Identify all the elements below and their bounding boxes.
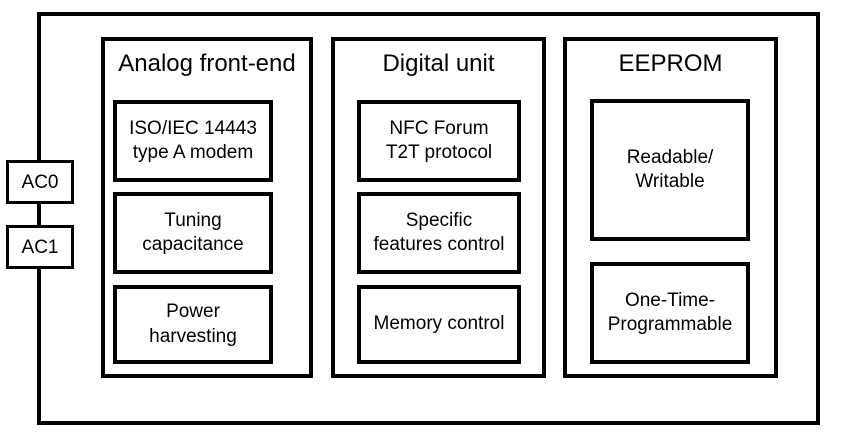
- block-label: ISO/IEC 14443 type A modem: [129, 117, 257, 163]
- pad-ac0-label: AC0: [21, 171, 59, 193]
- block-readable-writable[interactable]: Readable/ Writable: [590, 99, 750, 241]
- panel-eeprom-title: EEPROM: [618, 50, 723, 77]
- block-tuning-capacitance[interactable]: Tuning capacitance: [113, 192, 273, 274]
- chip-outline: [37, 12, 820, 425]
- block-memory-control[interactable]: Memory control: [357, 285, 521, 364]
- block-label: Memory control: [373, 313, 505, 335]
- block-power-harvesting[interactable]: Power harvesting: [113, 285, 273, 364]
- block-label: One-Time- Programmable: [607, 289, 733, 335]
- block-label: Power harvesting: [149, 301, 237, 347]
- block-one-time-programmable[interactable]: One-Time- Programmable: [590, 262, 750, 364]
- block-iso-iec-14443-type-a-modem[interactable]: ISO/IEC 14443 type A modem: [113, 100, 273, 182]
- pad-ac1[interactable]: AC1: [6, 225, 74, 269]
- panel-analog-front-end-title: Analog front-end: [118, 50, 296, 77]
- block-label: Specific features control: [373, 209, 505, 255]
- pad-ac1-label: AC1: [21, 236, 59, 258]
- pad-ac0[interactable]: AC0: [6, 160, 74, 204]
- block-nfc-forum-t2t-protocol[interactable]: NFC Forum T2T protocol: [357, 100, 521, 182]
- block-label: Readable/ Writable: [626, 146, 714, 192]
- block-label: NFC Forum T2T protocol: [385, 117, 493, 163]
- block-specific-features-control[interactable]: Specific features control: [357, 192, 521, 274]
- block-label: Tuning capacitance: [142, 209, 244, 255]
- panel-digital-unit-title: Digital unit: [382, 50, 495, 77]
